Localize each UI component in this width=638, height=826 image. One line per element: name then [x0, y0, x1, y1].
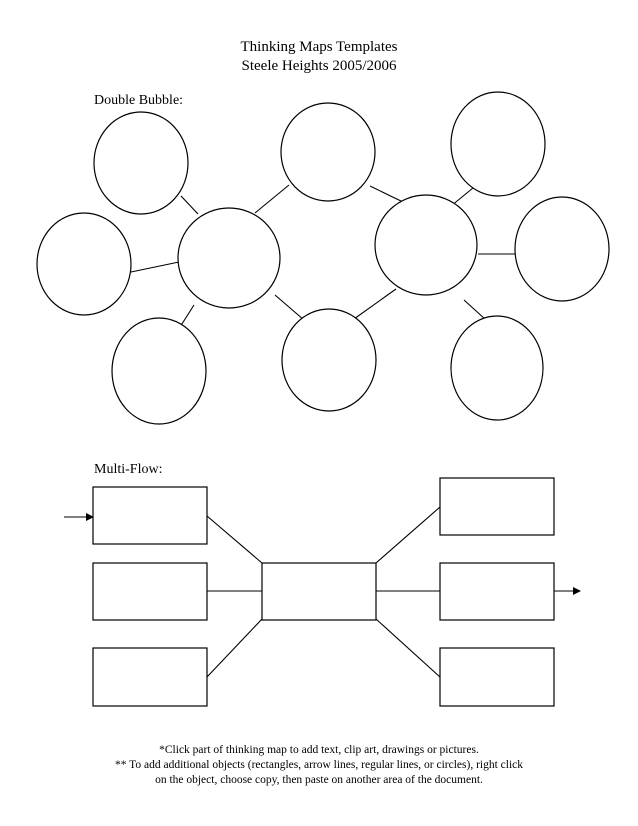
effect-box[interactable] [439, 477, 555, 536]
connector-line[interactable] [463, 299, 487, 321]
outer-bubble[interactable] [514, 196, 610, 302]
effect-box[interactable] [439, 562, 555, 621]
connector-line[interactable] [206, 618, 263, 678]
connector-line[interactable] [274, 294, 305, 321]
connector-line[interactable] [375, 618, 441, 678]
connector-line[interactable] [180, 195, 199, 215]
shared-bubble[interactable] [280, 102, 376, 202]
effect-box[interactable] [439, 647, 555, 707]
multi-flow-label[interactable]: Multi-Flow: [94, 462, 163, 477]
document-subtitle[interactable]: Steele Heights 2005/2006 [241, 58, 397, 74]
cause-box[interactable] [92, 486, 208, 545]
shared-bubble[interactable] [281, 308, 377, 412]
instructions-footer: *Click part of thinking map to add text,… [0, 743, 638, 788]
outer-bubble[interactable] [450, 91, 546, 197]
connector-line[interactable] [179, 304, 195, 328]
multi-flow-connectors [64, 506, 581, 678]
double-bubble-map [36, 91, 610, 425]
outer-bubble[interactable] [111, 317, 207, 425]
connector-line[interactable] [353, 288, 397, 320]
event-box[interactable] [261, 562, 377, 621]
central-bubble-left[interactable] [177, 207, 281, 309]
cause-box[interactable] [92, 562, 208, 621]
instruction-line-3: on the object, choose copy, then paste o… [155, 774, 483, 786]
connector-line[interactable] [254, 184, 290, 214]
connector-line[interactable] [130, 261, 180, 273]
connector-line[interactable] [375, 506, 441, 564]
cause-box[interactable] [92, 647, 208, 707]
outer-bubble[interactable] [36, 212, 132, 316]
multi-flow-map [92, 477, 555, 707]
central-bubble-right[interactable] [374, 194, 478, 296]
outer-bubble[interactable] [93, 111, 189, 215]
connector-line[interactable] [206, 515, 263, 564]
connector-line[interactable] [369, 185, 404, 203]
outer-bubble[interactable] [450, 315, 544, 421]
double-bubble-label[interactable]: Double Bubble: [94, 93, 184, 108]
instruction-line-2: ** To add additional objects (rectangles… [114, 759, 524, 771]
instruction-line-1: *Click part of thinking map to add text,… [159, 744, 479, 756]
document-header: Thinking Maps Templates Steele Heights 2… [0, 38, 638, 76]
document-title[interactable]: Thinking Maps Templates [240, 39, 398, 55]
